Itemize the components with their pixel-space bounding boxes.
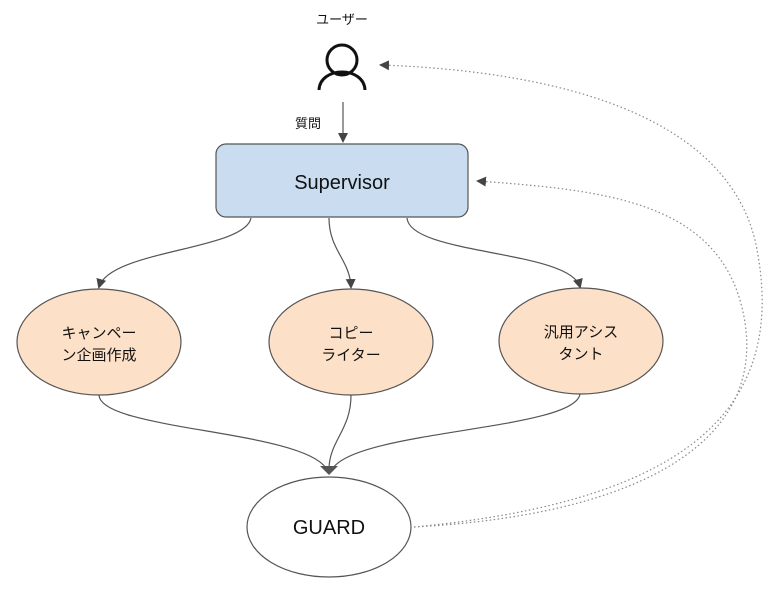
agent-label-line2: ン企画作成 xyxy=(61,346,136,364)
user-label: ユーザー xyxy=(316,13,368,28)
edge-copywriter-guard xyxy=(328,394,352,469)
supervisor-label: Supervisor xyxy=(294,172,390,194)
merge-arrowhead xyxy=(320,466,338,475)
edge-assistant-guard xyxy=(332,393,581,469)
edge-guard-supervisor xyxy=(413,176,748,528)
guard-label: GUARD xyxy=(293,517,365,539)
agent-label-line2: タント xyxy=(558,345,603,363)
user-icon xyxy=(317,43,367,91)
agent-label-line2: ライター xyxy=(321,346,380,364)
agent-label-line1: 汎用アシス xyxy=(544,323,618,341)
agent-node-copywriter[interactable]: コピー ライター xyxy=(268,288,434,396)
edge-campaign-guard xyxy=(98,394,327,469)
edge-guard-user xyxy=(379,60,763,528)
question-label: 質問 xyxy=(295,117,321,132)
edge-supervisor-campaign xyxy=(96,217,252,289)
supervisor-node[interactable]: Supervisor xyxy=(215,143,469,218)
agent-node-campaign[interactable]: キャンペー ン企画作成 xyxy=(16,288,182,396)
agent-node-assistant[interactable]: 汎用アシス タント xyxy=(498,287,664,395)
edge-supervisor-copywriter xyxy=(328,217,356,289)
edge-supervisor-assistant xyxy=(406,217,583,289)
agent-label-line1: キャンペー xyxy=(61,324,136,342)
guard-node[interactable]: GUARD xyxy=(246,476,412,578)
agent-label-line1: コピー xyxy=(328,324,373,342)
